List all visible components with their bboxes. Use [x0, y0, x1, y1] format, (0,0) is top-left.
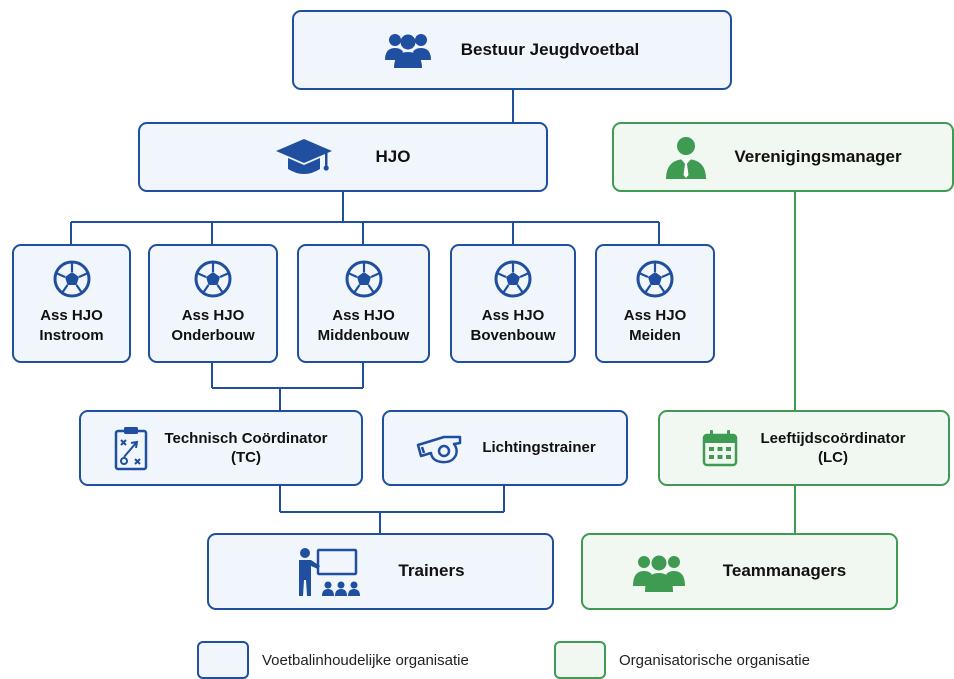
- calendar-icon: [702, 429, 738, 467]
- node-teammanagers: Teammanagers: [581, 533, 898, 610]
- presentation-icon: [296, 546, 361, 598]
- node-label-line2: Instroom: [39, 327, 104, 345]
- soccer-ball-icon: [494, 260, 532, 298]
- node-ass-hjo-instroom: Ass HJO Instroom: [12, 244, 131, 363]
- soccer-ball-icon: [53, 260, 91, 298]
- node-label: Bestuur Jeugdvoetbal: [460, 39, 640, 59]
- group-icon: [632, 552, 685, 592]
- node-ass-hjo-meiden: Ass HJO Meiden: [595, 244, 715, 363]
- node-technisch-coordinator: Technisch Coördinator (TC): [79, 410, 363, 486]
- tactics-board-icon: [114, 425, 148, 471]
- node-label-line2: Bovenbouw: [470, 327, 556, 345]
- soccer-ball-icon: [194, 260, 232, 298]
- node-label-line1: Ass HJO: [181, 307, 245, 324]
- legend-label-green: Organisatorische organisatie: [619, 652, 810, 669]
- node-label-line1: Ass HJO: [332, 307, 395, 324]
- node-ass-hjo-onderbouw: Ass HJO Onderbouw: [148, 244, 278, 363]
- soccer-ball-icon: [636, 260, 674, 298]
- node-ass-hjo-middenbouw: Ass HJO Middenbouw: [297, 244, 430, 363]
- node-bestuur-jeugdvoetbal: Bestuur Jeugdvoetbal: [292, 10, 732, 90]
- legend-swatch-blue: [197, 641, 249, 679]
- people-icon: [384, 30, 431, 70]
- soccer-ball-icon: [345, 260, 383, 298]
- legend-swatch-green: [554, 641, 606, 679]
- node-label: Verenigingsmanager: [734, 146, 902, 166]
- node-label: HJO: [375, 146, 411, 166]
- node-hjo: HJO: [138, 122, 548, 192]
- node-label: Lichtingstrainer: [482, 439, 596, 457]
- node-label: Trainers: [398, 561, 465, 581]
- node-label-line2: Middenbouw: [317, 327, 410, 345]
- node-ass-hjo-bovenbouw: Ass HJO Bovenbouw: [450, 244, 576, 363]
- node-verenigingsmanager: Verenigingsmanager: [612, 122, 954, 192]
- node-label-line1: Ass HJO: [481, 307, 545, 324]
- node-label-line2: Meiden: [629, 327, 681, 345]
- node-label-line2: (LC): [817, 449, 848, 466]
- node-leeftijdscoordinator: Leeftijdscoördinator (LC): [658, 410, 950, 486]
- graduation-cap-icon: [275, 137, 332, 177]
- node-label-line1: Leeftijdscoördinator: [760, 429, 906, 447]
- node-label-line1: Ass HJO: [623, 307, 687, 324]
- node-lichtingstrainer: Lichtingstrainer: [382, 410, 628, 486]
- node-label-line1: Ass HJO: [40, 307, 103, 324]
- node-label-line2: Onderbouw: [171, 327, 255, 345]
- manager-icon: [664, 135, 708, 179]
- node-trainers: Trainers: [207, 533, 554, 610]
- node-label-line2: (TC): [230, 449, 261, 466]
- node-label: Teammanagers: [722, 561, 847, 581]
- legend-label-blue: Voetbalinhoudelijke organisatie: [262, 652, 469, 669]
- whistle-icon: [414, 431, 466, 465]
- node-label-line1: Technisch Coördinator: [164, 429, 328, 447]
